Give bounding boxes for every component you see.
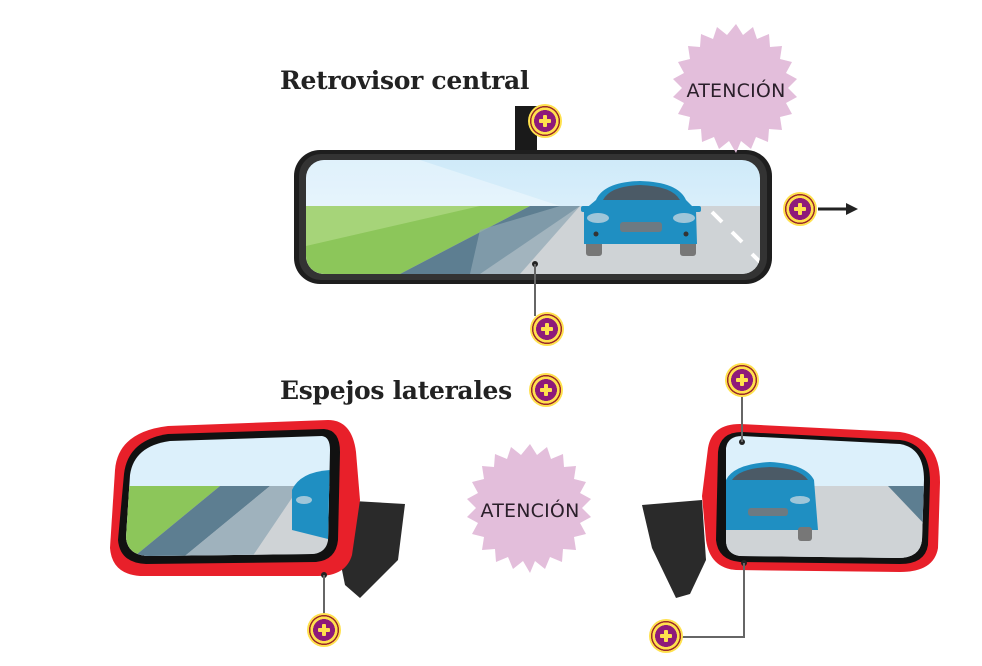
hotspot-central-bottom[interactable] bbox=[530, 312, 564, 346]
hotspot-right-mirror-top[interactable] bbox=[725, 363, 759, 397]
hotspot-central-right[interactable] bbox=[783, 192, 817, 226]
attention-badge-lateral: ATENCIÓN bbox=[460, 444, 600, 578]
right-mirror-top-leader-line bbox=[741, 396, 743, 442]
lateral-mirrors-title: Espejos laterales bbox=[280, 376, 512, 405]
starburst-icon bbox=[467, 444, 591, 573]
attention-badge-label: ATENCIÓN bbox=[686, 80, 786, 102]
car-icon bbox=[726, 462, 818, 541]
left-mirror-leader-line bbox=[323, 575, 325, 615]
hotspot-central-mount[interactable] bbox=[528, 104, 562, 138]
arrow-right-icon bbox=[846, 203, 858, 215]
central-mirror-title: Retrovisor central bbox=[280, 66, 530, 95]
right-mirror-bottom-leader-horizontal bbox=[682, 636, 745, 638]
right-mirror-bottom-leader-vertical bbox=[743, 563, 745, 637]
starburst-icon bbox=[673, 24, 797, 153]
attention-badge-label: ATENCIÓN bbox=[480, 500, 580, 522]
right-mirror-top-anchor-dot bbox=[739, 439, 745, 445]
car-icon bbox=[581, 181, 701, 256]
hotspot-right-mirror-bottom[interactable] bbox=[649, 619, 683, 653]
hotspot-lateral-title[interactable] bbox=[529, 373, 563, 407]
central-leader-line bbox=[534, 264, 536, 316]
hotspot-left-mirror[interactable] bbox=[307, 613, 341, 647]
attention-badge-central: ATENCIÓN bbox=[666, 24, 806, 158]
